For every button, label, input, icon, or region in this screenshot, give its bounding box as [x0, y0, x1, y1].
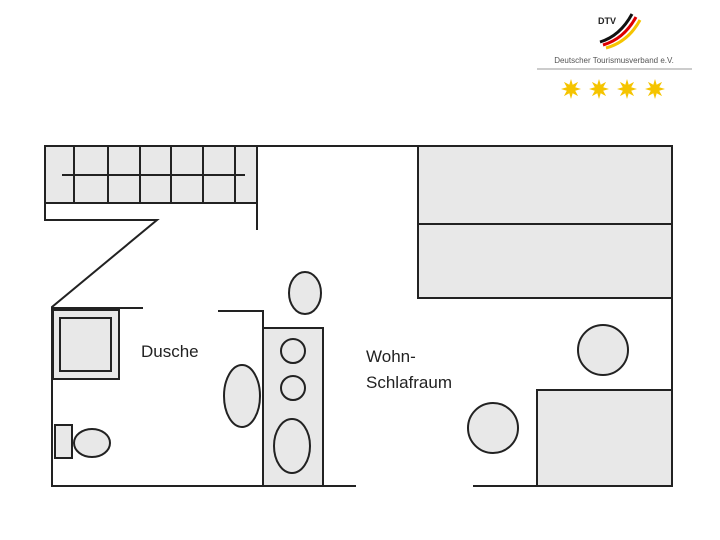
sofa [536, 389, 673, 487]
room-label-living-2: Schlafraum [366, 373, 452, 392]
kitchen-sink [273, 418, 311, 474]
toilet-tank [54, 424, 73, 459]
stool [288, 271, 322, 315]
bed [417, 223, 673, 299]
sink [223, 364, 261, 428]
star-icon [617, 79, 637, 99]
dtv-logo: DTV Deutscher Tourismusverband e.V. [537, 13, 692, 99]
star-icon [561, 79, 581, 99]
room-label-bath: Dusche [141, 342, 199, 361]
star-icon [589, 79, 609, 99]
stove-burner [280, 338, 306, 364]
table [577, 324, 629, 376]
room-label-living: Wohn- [366, 347, 416, 366]
bathroom-fixtures [52, 309, 261, 459]
stove-burner [280, 375, 306, 401]
logo-acronym: DTV [598, 16, 616, 26]
kitchen [262, 271, 324, 487]
star-icon [645, 79, 665, 99]
rating-stars [561, 79, 665, 99]
table [467, 402, 519, 454]
stairs [44, 145, 258, 204]
living-furniture [417, 145, 673, 487]
logo-name: Deutscher Tourismusverband e.V. [554, 56, 674, 65]
toilet-bowl [73, 428, 111, 458]
bed [417, 145, 673, 225]
